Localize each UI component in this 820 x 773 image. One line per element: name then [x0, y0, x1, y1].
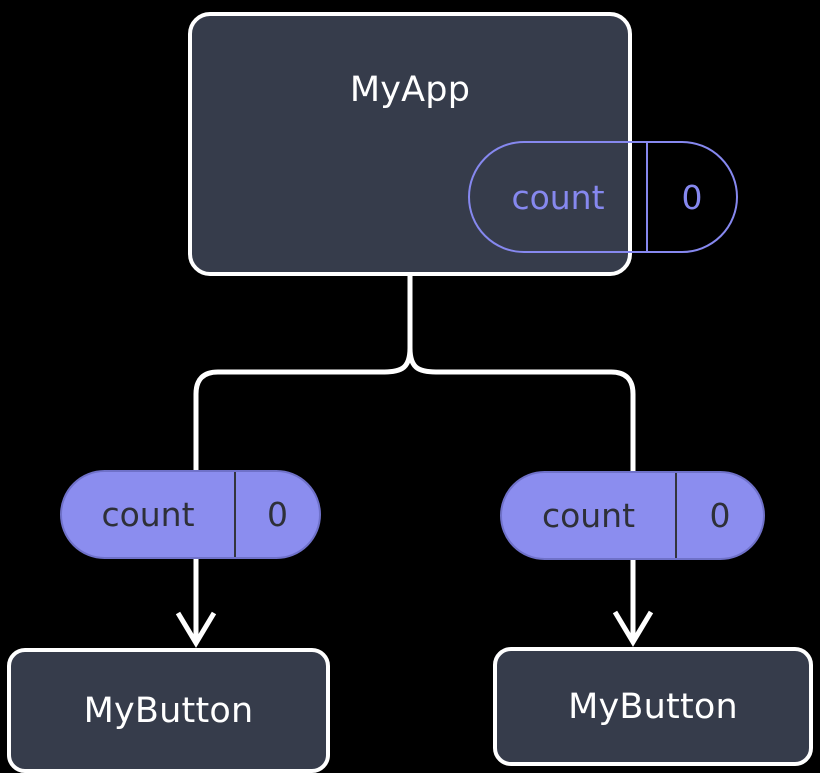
state-pill-key: count	[470, 143, 648, 251]
component-node-myapp[interactable]: MyApp count 0	[188, 12, 738, 276]
component-label-mybutton-right: MyButton	[568, 686, 738, 727]
prop-pill-key: count	[62, 472, 236, 557]
component-node-mybutton-left[interactable]: MyButton	[7, 648, 330, 773]
component-label-mybutton-left: MyButton	[83, 690, 254, 731]
prop-pill-right-count[interactable]: count 0	[500, 471, 765, 560]
arrow-head-left	[175, 611, 217, 648]
prop-pill-key: count	[502, 473, 677, 558]
state-pill-value: 0	[681, 177, 703, 217]
component-label-myapp: MyApp	[349, 70, 471, 110]
prop-pill-value: 0	[709, 496, 731, 535]
branch-connector-left	[193, 347, 413, 470]
branch-connector-right	[407, 347, 636, 471]
prop-pill-value: 0	[267, 495, 288, 534]
arrow-head-right	[612, 610, 654, 647]
component-node-mybutton-right[interactable]: MyButton	[493, 647, 813, 766]
state-pill-myapp-count[interactable]: count 0	[468, 141, 738, 253]
prop-pill-left-count[interactable]: count 0	[60, 470, 321, 559]
